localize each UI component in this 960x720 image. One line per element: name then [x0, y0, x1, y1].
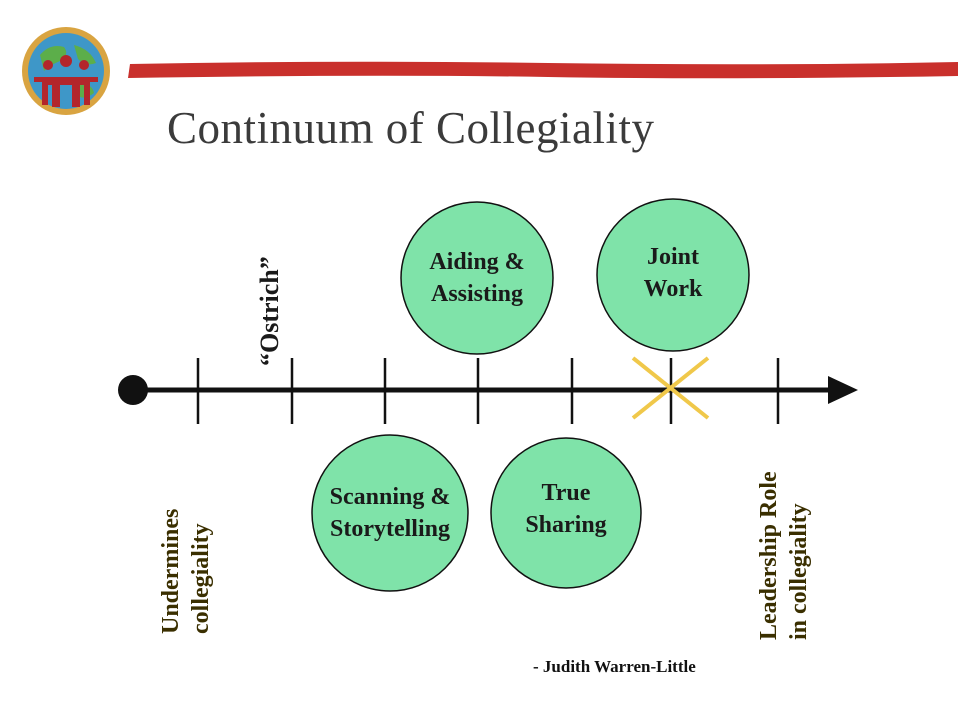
- position-cross-mark: [631, 356, 710, 420]
- organization-logo: [22, 27, 110, 115]
- stage-label-joint: Joint Work: [643, 244, 703, 302]
- stage-circle-scanning: [311, 434, 469, 592]
- stage-label-sharing: True Sharing: [525, 480, 607, 538]
- stage-label-scanning: Scanning & Storytelling: [329, 484, 451, 542]
- right-end-label: Leadership Role in collegiality: [756, 471, 812, 640]
- slide-title: Continuum of Collegiality: [167, 103, 655, 153]
- stage-circle-aiding: [400, 201, 554, 355]
- stage-circle-sharing: [490, 437, 642, 589]
- stage-circle-joint: [596, 198, 750, 352]
- axis-arrowhead: [828, 376, 858, 404]
- header-bar: [128, 61, 958, 79]
- logo-people-icon: [34, 55, 98, 107]
- logo-continent: [74, 45, 96, 65]
- attribution: - Judith Warren-Little: [533, 657, 696, 676]
- left-end-label: Undermines collegiality: [158, 508, 214, 634]
- ostrich-label: “Ostrich”: [255, 256, 284, 366]
- axis-ticks: [196, 358, 780, 424]
- stage-label-aiding: Aiding & Assisting: [429, 249, 525, 307]
